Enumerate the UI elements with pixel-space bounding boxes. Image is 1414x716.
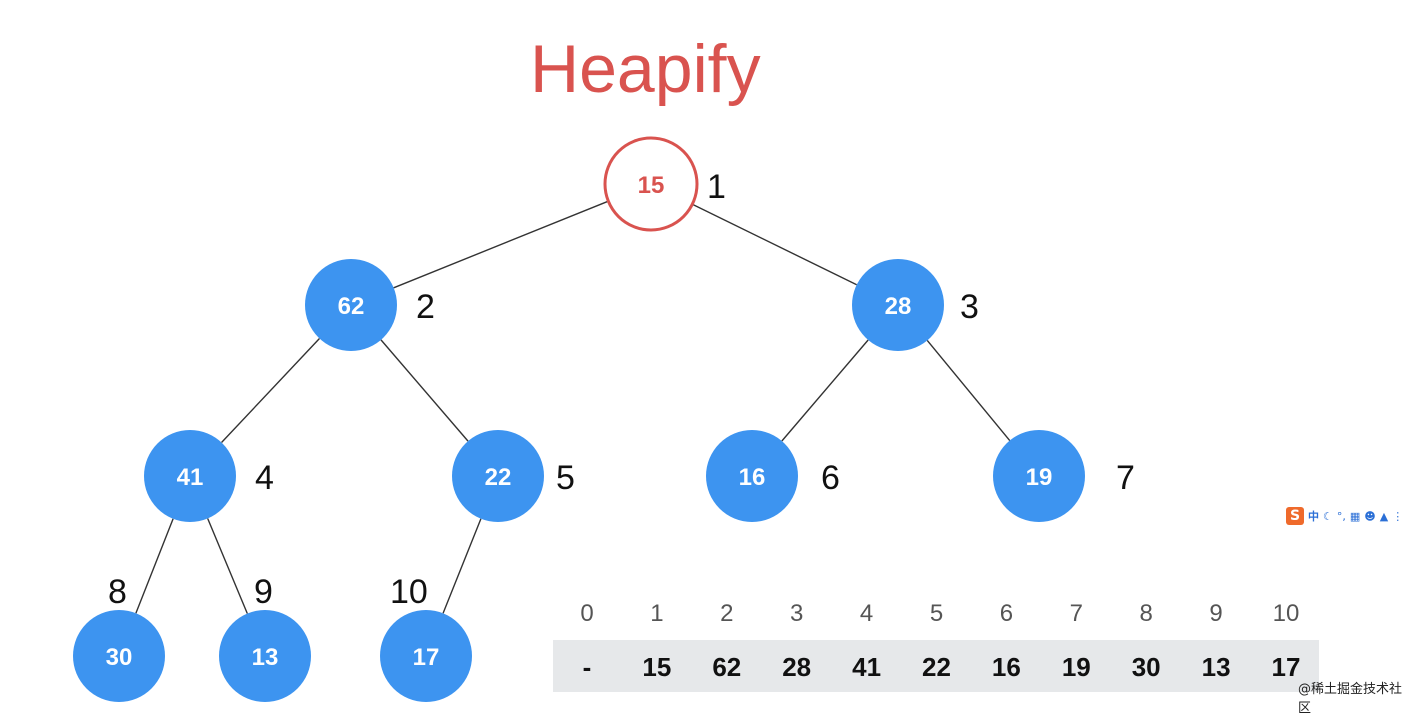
node-index-label: 2 xyxy=(416,288,435,326)
node-value: 28 xyxy=(885,293,912,320)
node-circle xyxy=(219,610,311,702)
node-index-label: 9 xyxy=(254,573,273,611)
array-value-3: 28 xyxy=(782,652,812,682)
tree-edge-5-10 xyxy=(442,518,482,614)
node-circle xyxy=(706,430,798,522)
more-icon[interactable]: ⋮ xyxy=(1392,509,1404,523)
array-value-5: 22 xyxy=(922,652,951,682)
tree-edge-3-7 xyxy=(926,340,1011,441)
keyboard-icon[interactable]: ▦ xyxy=(1349,509,1361,523)
tree-node-8: 30 8 xyxy=(73,573,165,702)
node-index-label: 6 xyxy=(821,459,840,497)
node-value: 41 xyxy=(177,464,204,491)
diagram-title: Heapify xyxy=(530,31,761,107)
punctuation-icon[interactable]: °, xyxy=(1336,509,1346,523)
tree-edge-3-6 xyxy=(781,339,869,442)
tree-node-5: 22 5 xyxy=(452,430,575,522)
array-value-4: 41 xyxy=(852,652,882,682)
array-index-4: 4 xyxy=(859,600,874,627)
node-index-label: 10 xyxy=(390,573,428,611)
tree-node-9: 13 9 xyxy=(219,573,311,702)
array-values-bar xyxy=(553,640,1319,692)
array-value-1: 15 xyxy=(642,652,672,682)
node-index-label: 7 xyxy=(1116,459,1135,497)
array-index-5: 5 xyxy=(929,600,944,627)
tree-node-3: 28 3 xyxy=(852,259,979,351)
node-circle xyxy=(144,430,236,522)
tree-node-2: 62 2 xyxy=(305,259,435,351)
tree-edge-1-3 xyxy=(692,203,857,286)
tree-node-7: 19 7 xyxy=(993,430,1135,522)
array-index-2: 2 xyxy=(720,600,734,627)
array-value-2: 62 xyxy=(712,652,742,682)
node-index-label: 3 xyxy=(960,288,979,326)
ime-mode-toggle[interactable]: 中 xyxy=(1308,510,1319,523)
array-value-6: 16 xyxy=(991,652,1021,682)
tree-edge-4-8 xyxy=(135,518,174,614)
tree-edge-1-2 xyxy=(393,200,609,289)
tree-edge-2-4 xyxy=(221,338,320,443)
node-value: 22 xyxy=(485,464,512,491)
node-circle xyxy=(852,259,944,351)
array-value-8: 30 xyxy=(1131,652,1161,682)
node-value: 13 xyxy=(252,644,279,671)
node-value: 19 xyxy=(1026,464,1053,491)
tree-node-1: 15 1 xyxy=(603,136,726,232)
node-circle xyxy=(603,136,699,232)
node-value: 16 xyxy=(739,464,766,491)
array-value-7: 19 xyxy=(1061,652,1091,682)
node-value: 62 xyxy=(338,293,365,320)
array-index-9: 9 xyxy=(1209,600,1223,627)
tree-node-6: 16 6 xyxy=(706,430,840,522)
array-index-7: 7 xyxy=(1069,600,1083,627)
node-index-label: 4 xyxy=(255,459,274,497)
node-circle xyxy=(993,430,1085,522)
array-index-0: 0 xyxy=(580,600,594,627)
node-circle xyxy=(73,610,165,702)
array-index-3: 3 xyxy=(790,600,804,627)
node-value: 15 xyxy=(638,172,665,199)
array-value-10: 17 xyxy=(1271,652,1301,682)
array-index-8: 8 xyxy=(1139,600,1153,627)
tree-node-4: 41 4 xyxy=(144,430,274,522)
node-index-label: 1 xyxy=(707,168,726,206)
tree-edge-2-5 xyxy=(380,339,469,442)
watermark: @稀土掘金技术社区 xyxy=(1298,682,1403,716)
array-value-0: - xyxy=(582,652,592,682)
node-index-label: 8 xyxy=(108,573,127,611)
node-value: 17 xyxy=(413,644,440,671)
node-circle xyxy=(452,430,544,522)
node-circle xyxy=(380,610,472,702)
array-value-9: 13 xyxy=(1201,652,1231,682)
ime-logo-icon[interactable]: S xyxy=(1286,507,1304,525)
moon-icon[interactable]: ☾ xyxy=(1323,509,1333,523)
array-index-10: 10 xyxy=(1272,600,1300,627)
array-index-6: 6 xyxy=(999,600,1014,627)
user-icon[interactable]: ☻ xyxy=(1364,509,1376,523)
ime-toolbar[interactable]: S 中 ☾ °, ▦ ☻ ▲ ⋮ xyxy=(1286,506,1414,526)
shirt-icon[interactable]: ▲ xyxy=(1379,509,1389,523)
node-value: 30 xyxy=(106,644,133,671)
tree-edge-4-9 xyxy=(207,518,248,614)
node-circle xyxy=(305,259,397,351)
array-index-1: 1 xyxy=(650,600,664,627)
node-index-label: 5 xyxy=(556,459,575,497)
